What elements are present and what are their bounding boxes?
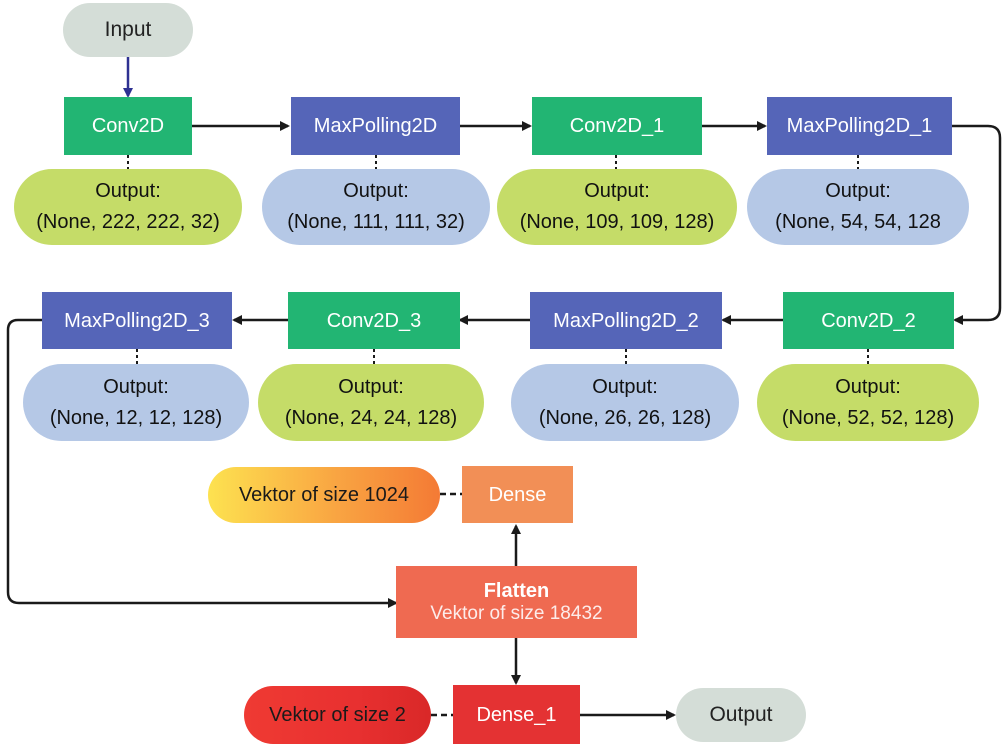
dense-vector-pill: Vektor of size 1024 (208, 467, 440, 523)
layer-label: MaxPolling2D_3 (64, 309, 210, 332)
layer-label: MaxPolling2D_1 (786, 115, 933, 137)
output-maxpolling2d-1: Output: (None, 54, 54, 128 (747, 169, 969, 245)
output-shape: (None, 12, 12, 128) (49, 406, 223, 429)
dense-1-vector-pill: Vektor of size 2 (244, 686, 431, 744)
output-conv2d-1: Output: (None, 109, 109, 128) (497, 169, 737, 245)
layer-label: Conv2D_2 (821, 309, 916, 332)
layer-conv2d-3: Conv2D_3 (288, 292, 460, 349)
flatten-subtitle: Vektor of size 18432 (430, 602, 603, 624)
output-label: Output (709, 703, 773, 726)
dense-1-vector-label: Vektor of size 2 (269, 703, 406, 726)
output-conv2d-3: Output: (None, 24, 24, 128) (258, 364, 484, 441)
output-shape: (None, 109, 109, 128) (519, 211, 715, 233)
layer-label: Dense (488, 483, 547, 506)
output-maxpolling2d-3: Output: (None, 12, 12, 128) (23, 364, 249, 441)
output-title: Output: (95, 180, 161, 202)
layer-maxpolling2d-3: MaxPolling2D_3 (42, 292, 232, 349)
output-title: Output: (592, 375, 658, 398)
layer-label: Conv2D (91, 115, 165, 137)
output-shape: (None, 26, 26, 128) (538, 406, 712, 429)
layer-label: Conv2D_3 (326, 309, 422, 332)
layer-maxpolling2d-1: MaxPolling2D_1 (767, 97, 952, 155)
input-label: Input (104, 18, 152, 41)
output-title: Output: (338, 375, 404, 398)
layer-conv2d-2: Conv2D_2 (783, 292, 954, 349)
output-maxpolling2d: Output: (None, 111, 111, 32) (262, 169, 490, 245)
output-maxpolling2d-2: Output: (None, 26, 26, 128) (511, 364, 739, 441)
input-node: Input (63, 3, 193, 57)
layer-label: Conv2D_1 (569, 115, 665, 137)
arrow-maxpolling2d-3-to-flatten (6, 318, 398, 608)
output-node: Output (676, 688, 806, 742)
output-shape: (None, 24, 24, 128) (284, 406, 458, 429)
layer-label: MaxPolling2D_2 (553, 309, 699, 332)
flatten-title: Flatten (483, 579, 550, 602)
layer-flatten: Flatten Vektor of size 18432 (396, 566, 637, 638)
layer-dense-1: Dense_1 (453, 685, 580, 744)
layer-dense: Dense (462, 466, 573, 523)
output-title: Output: (103, 375, 169, 398)
dense-vector-label: Vektor of size 1024 (238, 483, 410, 506)
layer-label: Dense_1 (476, 703, 557, 726)
output-shape: (None, 54, 54, 128 (775, 211, 941, 233)
output-title: Output: (584, 180, 650, 202)
layer-conv2d: Conv2D (64, 97, 192, 155)
output-title: Output: (343, 180, 409, 202)
output-shape: (None, 52, 52, 128) (781, 406, 955, 429)
output-shape: (None, 111, 111, 32) (287, 211, 465, 233)
layer-maxpolling2d: MaxPolling2D (291, 97, 460, 155)
output-title: Output: (825, 180, 891, 202)
layer-label: MaxPolling2D (313, 115, 438, 137)
layer-maxpolling2d-2: MaxPolling2D_2 (530, 292, 722, 349)
output-title: Output: (835, 375, 901, 398)
output-conv2d-2: Output: (None, 52, 52, 128) (757, 364, 979, 441)
layer-conv2d-1: Conv2D_1 (532, 97, 702, 155)
output-shape: (None, 222, 222, 32) (36, 211, 220, 233)
arrow-maxpolling2d-1-to-conv2d-2 (952, 124, 1002, 325)
output-conv2d: Output: (None, 222, 222, 32) (14, 169, 242, 245)
